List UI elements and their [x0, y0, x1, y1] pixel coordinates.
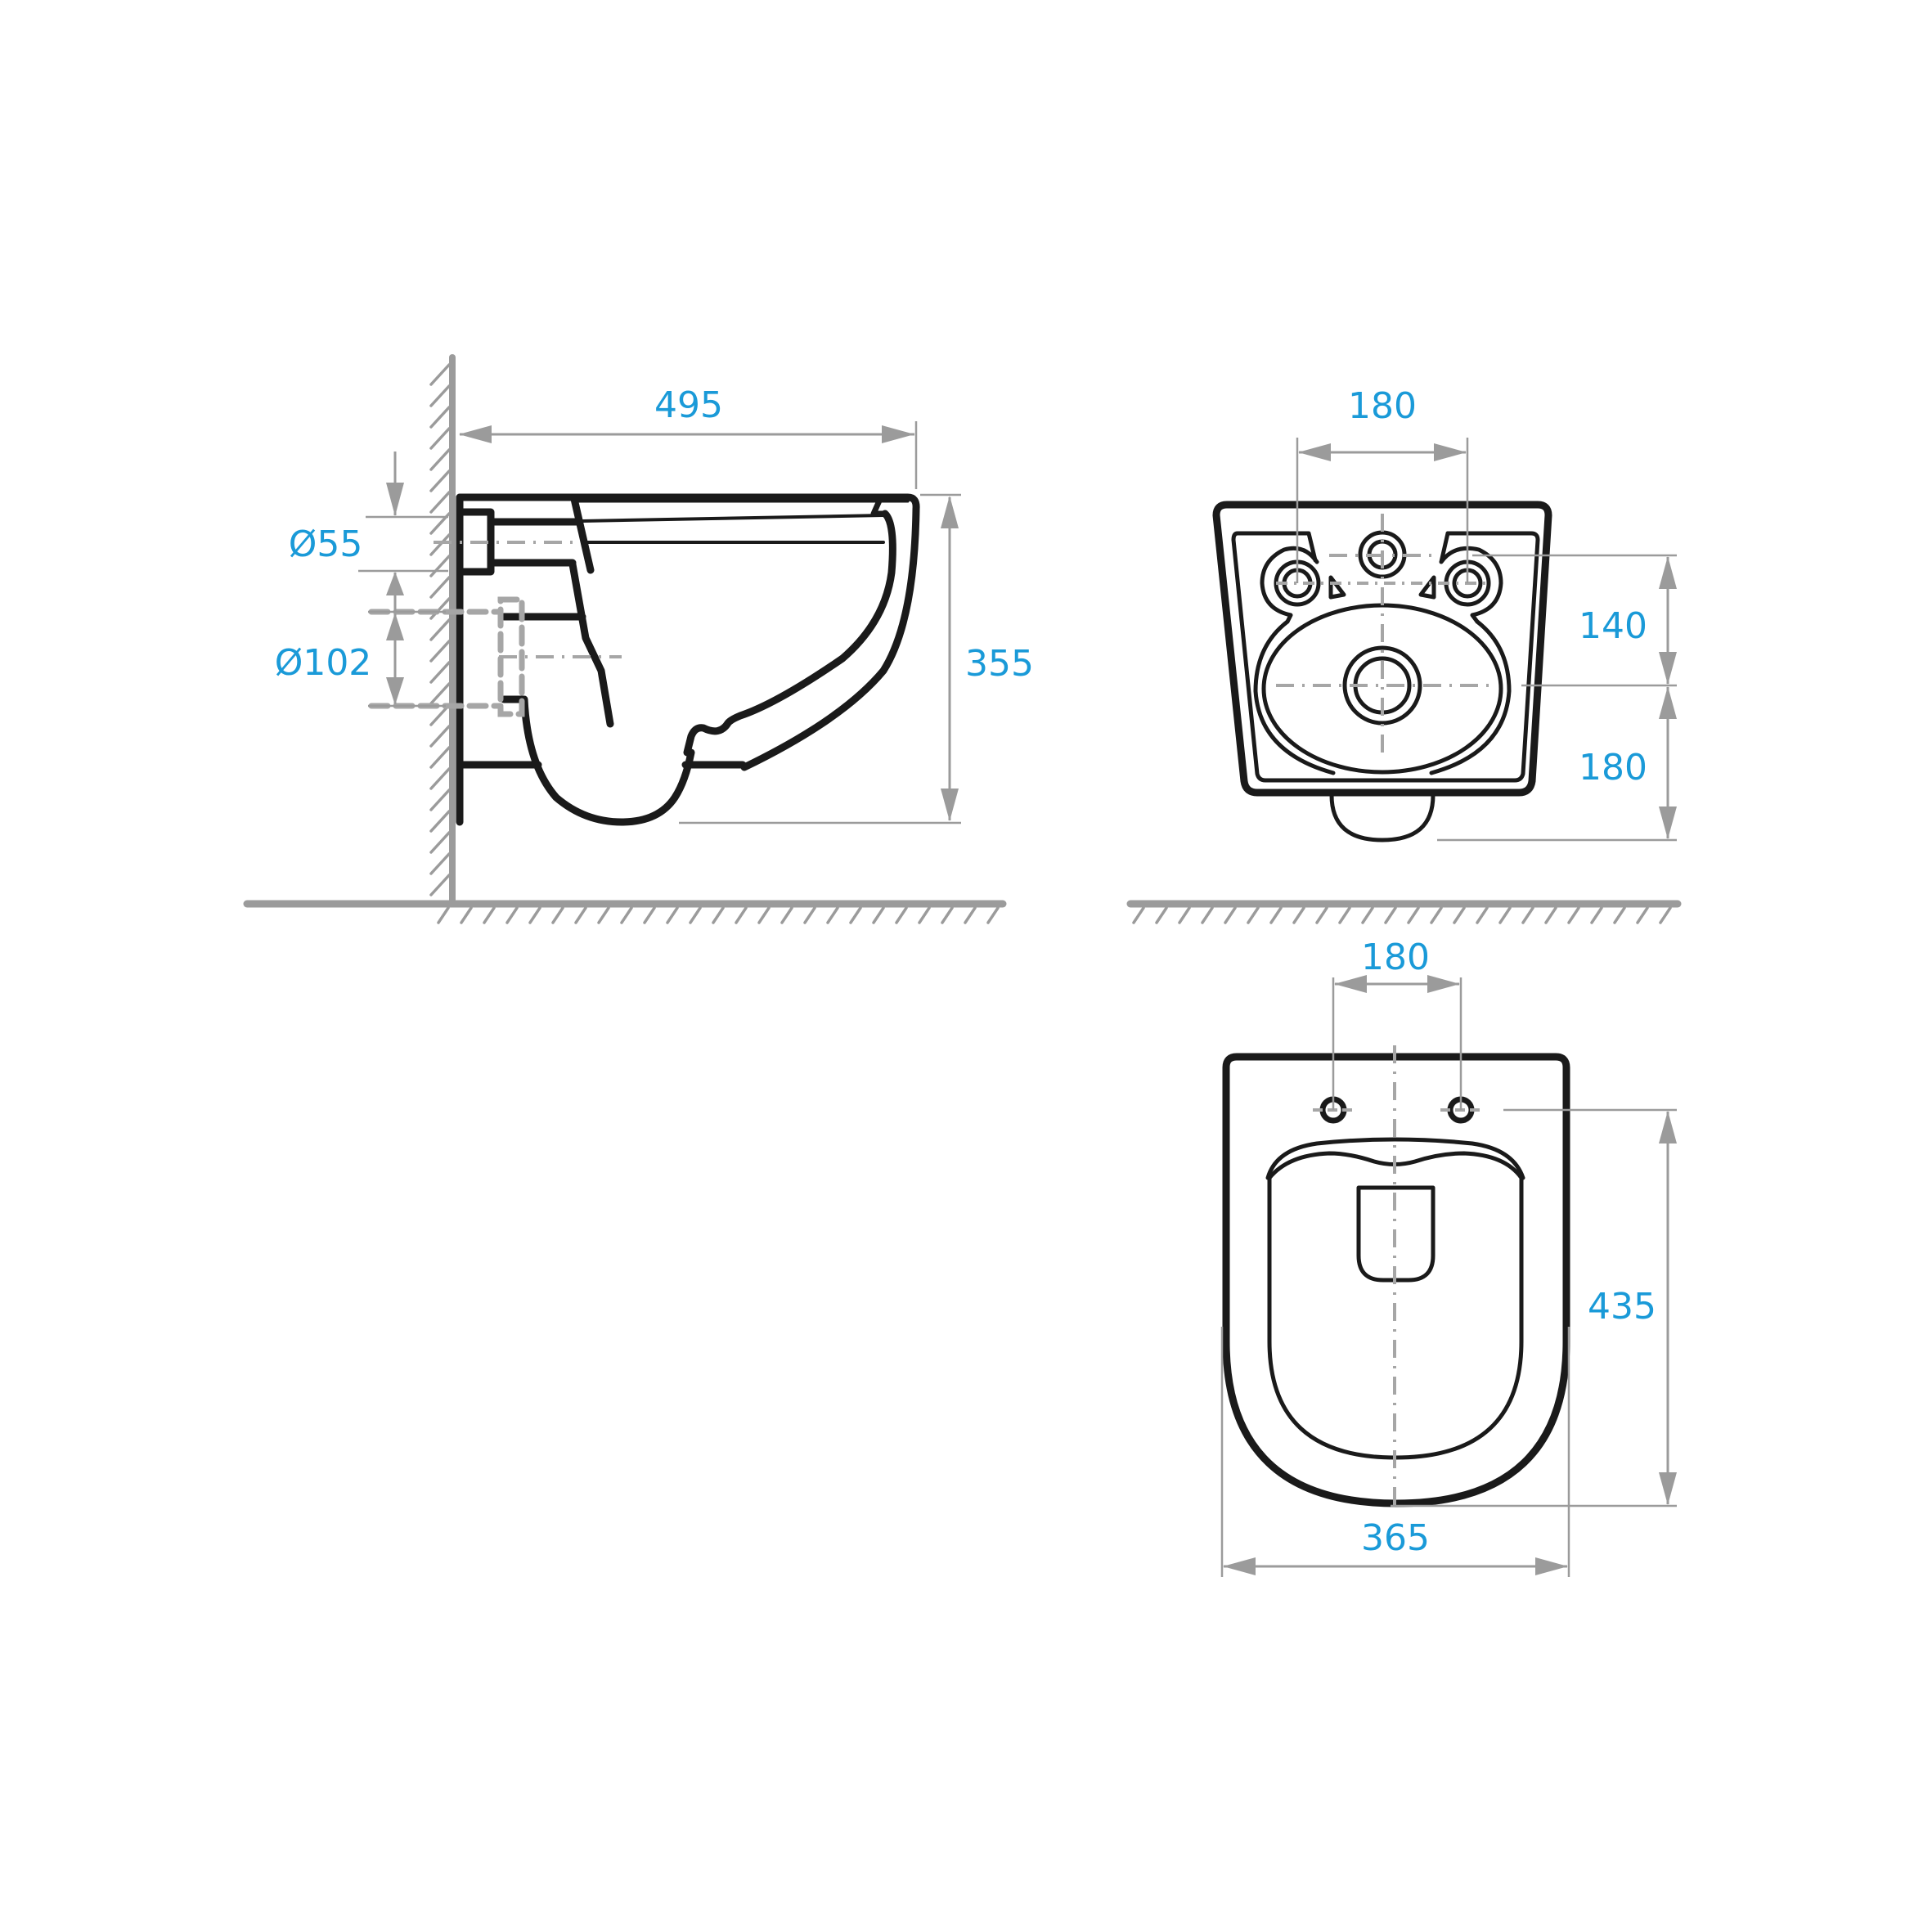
dim-front-outlet-bottom: 180	[1437, 686, 1677, 842]
toilet-front-outline	[1212, 501, 1552, 842]
dim-front-inlet-outlet-label: 140	[1579, 605, 1647, 647]
dim-top-depth-label: 435	[1588, 1286, 1656, 1328]
dim-height: 355	[679, 493, 1034, 824]
dim-height-label: 355	[965, 643, 1034, 685]
dim-front-bolt-spacing: 180	[1296, 385, 1469, 583]
dim-top-bolt-spacing-label: 180	[1361, 937, 1430, 978]
dim-outlet-diameter: Ø102	[275, 610, 446, 708]
dim-length: 495	[459, 384, 918, 489]
dim-top-depth: 435	[1391, 1108, 1677, 1507]
floor-hatching	[437, 906, 1000, 924]
wall-hatching	[429, 363, 451, 896]
dim-inlet-diameter: Ø55	[289, 452, 448, 612]
dim-top-width-label: 365	[1361, 1517, 1430, 1559]
floor-right-hatching	[1132, 906, 1672, 924]
dim-top-bolt-spacing: 180	[1332, 937, 1462, 1110]
dim-outlet-diameter-label: Ø102	[275, 642, 372, 684]
dim-front-inlet-outlet: 140	[1472, 554, 1677, 687]
dim-front-outlet-bottom-label: 180	[1579, 747, 1647, 789]
dim-front-bolt-spacing-label: 180	[1348, 385, 1417, 427]
dim-inlet-diameter-label: Ø55	[289, 523, 363, 565]
dim-top-width: 365	[1220, 1327, 1570, 1577]
top-view: 180 435 365	[1220, 937, 1677, 1577]
floor-right	[1126, 900, 1682, 924]
wall	[429, 354, 456, 903]
side-view: 495 355 Ø55 Ø102	[243, 354, 1034, 924]
toilet-side-outline	[456, 493, 920, 826]
front-view: 180 140 180	[1126, 385, 1682, 924]
dim-length-label: 495	[654, 384, 723, 426]
floor-left	[243, 900, 1007, 924]
